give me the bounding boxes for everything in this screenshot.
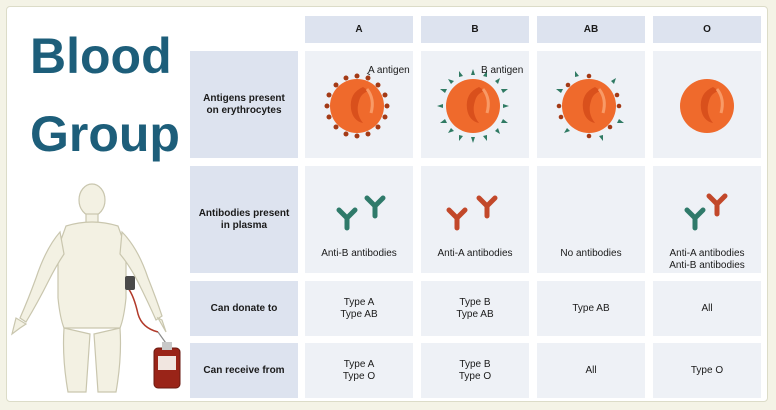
column-header-b: B [421, 16, 529, 43]
antibody-cell-o: Anti-A antibodies Anti-B antibodies [653, 166, 761, 273]
antibody-label-ab: No antibodies [560, 248, 622, 259]
antigen-cell-o [653, 51, 761, 158]
antibody-cell-ab: No antibodies [537, 166, 645, 273]
antibody-icon [684, 193, 728, 231]
row-label-antibodies: Antibodies present in plasma [190, 166, 298, 273]
antibody-label-b: Anti-A antibodies [437, 248, 513, 259]
donate-b-line-1: Type B [459, 296, 491, 308]
donate-cell-ab: Type AB [537, 281, 645, 336]
antibody-cell-a: Anti-B antibodies [305, 166, 413, 273]
receive-cell-a: Type A Type O [305, 343, 413, 398]
receive-o-line-1: Type O [690, 364, 724, 376]
receive-a-line-1: Type A [343, 358, 375, 370]
row-label-receive: Can receive from [190, 343, 298, 398]
receive-cell-b: Type B Type O [421, 343, 529, 398]
donate-cell-b: Type B Type AB [421, 281, 529, 336]
a-antigen-annotation: A antigen [368, 65, 410, 76]
antibody-cell-b: Anti-A antibodies [421, 166, 529, 273]
receive-cell-o: Type O [653, 343, 761, 398]
antibody-label-o-2: Anti-B antibodies [669, 260, 745, 271]
column-header-ab: AB [537, 16, 645, 43]
red-blood-cell-icon [437, 69, 509, 143]
receive-cell-ab: All [537, 343, 645, 398]
donate-b-line-2: Type AB [456, 308, 494, 320]
donate-o-line-1: All [701, 302, 713, 314]
antibody-label-o-1: Anti-A antibodies [669, 248, 745, 259]
donate-ab-line-1: Type AB [572, 302, 610, 314]
human-figure-icon [11, 183, 181, 393]
blood-bag-icon [153, 342, 181, 389]
antibody-icon [446, 195, 498, 231]
column-header-a: A [305, 16, 413, 43]
receive-b-line-2: Type O [458, 370, 492, 382]
red-blood-cell-icon [324, 72, 390, 139]
receive-b-line-1: Type B [459, 358, 491, 370]
donate-a-line-1: Type A [343, 296, 375, 308]
receive-ab-line-1: All [585, 364, 597, 376]
receive-a-line-2: Type O [342, 370, 376, 382]
row-label-donate: Can donate to [190, 281, 298, 336]
title-line-2: Group [30, 106, 180, 162]
donate-a-line-2: Type AB [340, 308, 378, 320]
red-blood-cell-icon [680, 79, 734, 133]
b-antigen-annotation: B antigen [481, 65, 524, 76]
antigen-cell-a: A antigen [305, 51, 413, 158]
donate-cell-o: All [653, 281, 761, 336]
antigen-cell-ab [537, 51, 645, 158]
donate-cell-a: Type A Type AB [305, 281, 413, 336]
row-label-antigens: Antigens present on erythrocytes [190, 51, 298, 158]
red-blood-cell-icon [556, 71, 624, 141]
antibody-label-a: Anti-B antibodies [321, 248, 397, 259]
title-line-1: Blood [30, 28, 172, 84]
column-header-o: O [653, 16, 761, 43]
antigen-cell-b: B antigen [421, 51, 529, 158]
antibody-icon [336, 195, 386, 231]
